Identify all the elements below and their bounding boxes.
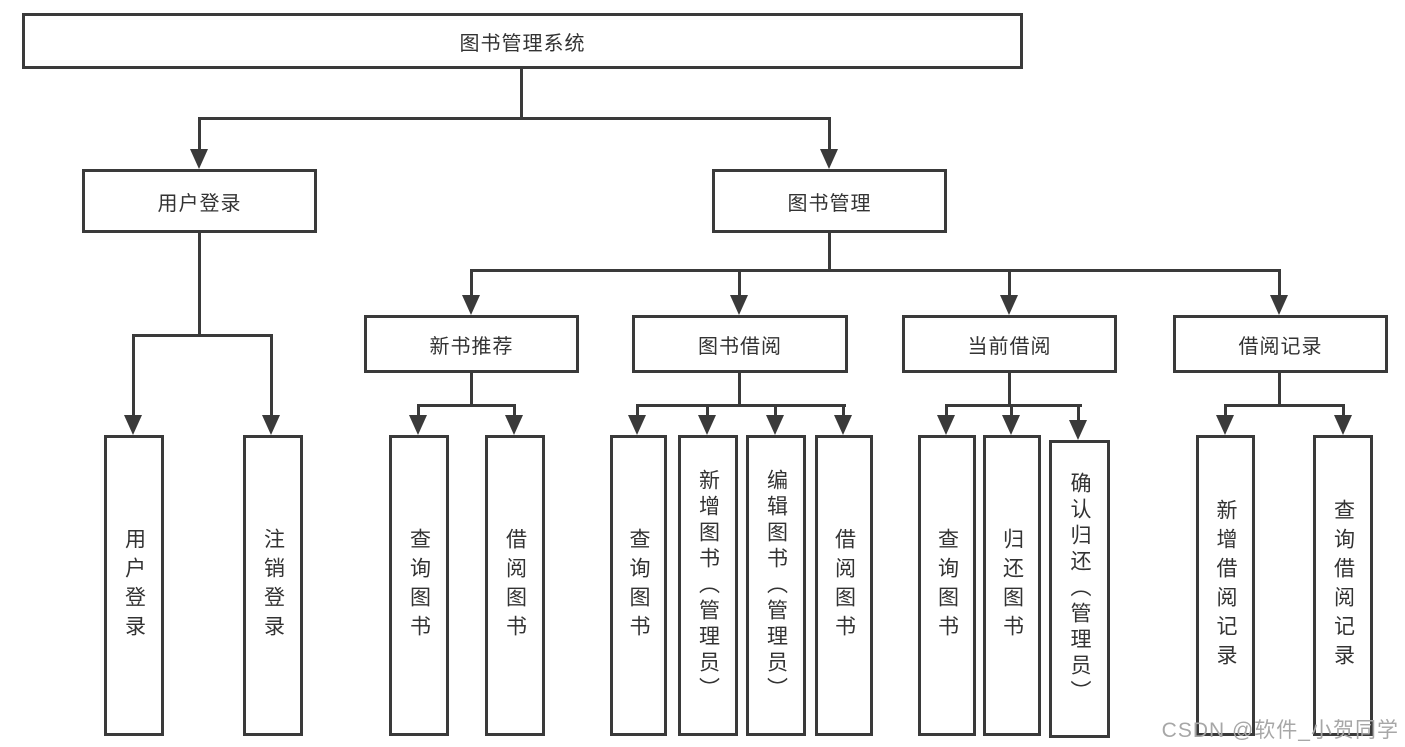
leaf-br-query-record-label: 查询借阅记录 bbox=[1331, 498, 1355, 673]
connector-drop-cb-confirm bbox=[1077, 404, 1080, 422]
leaf-logout: 注销登录 bbox=[243, 435, 303, 736]
connector-drop-bb-edit bbox=[774, 404, 777, 417]
connector-drop-br-add bbox=[1224, 404, 1227, 417]
node-user-login-label: 用户登录 bbox=[157, 192, 242, 215]
leaf-logout-label: 注销登录 bbox=[261, 527, 285, 644]
connector-drop-br-query bbox=[1342, 404, 1345, 417]
connector-drop-currentborrow bbox=[1008, 269, 1011, 297]
arrow-down-icon bbox=[505, 415, 523, 435]
node-user-login: 用户登录 bbox=[82, 169, 317, 233]
connector-bookmgmt-stem bbox=[828, 232, 831, 272]
arrow-down-icon bbox=[730, 295, 748, 315]
csdn-watermark: CSDN @软件_小贺同学 bbox=[1161, 719, 1399, 742]
leaf-cb-return-books-label: 归还图书 bbox=[1000, 527, 1024, 644]
leaf-bb-add-books: 新增图书（管理员） bbox=[678, 435, 738, 736]
connector-drop-bb-borrow bbox=[842, 404, 845, 417]
arrow-down-icon bbox=[1216, 415, 1234, 435]
arrow-down-icon bbox=[462, 295, 480, 315]
leaf-user-login: 用户登录 bbox=[104, 435, 164, 736]
connector-drop-rec-query bbox=[417, 404, 420, 417]
connector-root-hbar bbox=[198, 117, 831, 120]
leaf-bb-borrow-books-label: 借阅图书 bbox=[832, 527, 856, 644]
node-current-borrow-label: 当前借阅 bbox=[967, 335, 1052, 358]
node-root: 图书管理系统 bbox=[22, 13, 1023, 69]
connector-bookborrow-hbar bbox=[636, 404, 846, 407]
arrow-down-icon bbox=[190, 149, 208, 169]
connector-userlogin-stem bbox=[198, 232, 201, 337]
leaf-rec-borrow-books: 借阅图书 bbox=[485, 435, 545, 736]
leaf-br-query-record: 查询借阅记录 bbox=[1313, 435, 1373, 736]
connector-drop-book-mgmt bbox=[828, 117, 831, 151]
connector-drop-user-login bbox=[198, 117, 201, 151]
leaf-rec-query-books: 查询图书 bbox=[389, 435, 449, 736]
node-borrow-records-label: 借阅记录 bbox=[1238, 335, 1323, 358]
connector-borrowrecords-stem bbox=[1278, 373, 1281, 407]
leaf-bb-query-books: 查询图书 bbox=[610, 435, 667, 736]
connector-drop-newbookrec bbox=[470, 269, 473, 297]
arrow-down-icon bbox=[1069, 420, 1087, 440]
leaf-rec-query-books-label: 查询图书 bbox=[407, 527, 431, 644]
leaf-bb-add-books-label: 新增图书（管理员） bbox=[696, 468, 720, 703]
connector-drop-cb-return bbox=[1010, 404, 1013, 417]
connector-currentborrow-hbar bbox=[945, 404, 1082, 407]
connector-drop-cb-query bbox=[945, 404, 948, 417]
connector-drop-leaf-logout bbox=[270, 334, 273, 417]
arrow-down-icon bbox=[409, 415, 427, 435]
connector-newbookrec-hbar bbox=[417, 404, 516, 407]
node-new-book-rec: 新书推荐 bbox=[364, 315, 579, 373]
leaf-br-add-record-label: 新增借阅记录 bbox=[1214, 498, 1237, 673]
arrow-down-icon bbox=[937, 415, 955, 435]
leaf-bb-query-books-label: 查询图书 bbox=[627, 527, 650, 644]
node-current-borrow: 当前借阅 bbox=[902, 315, 1117, 373]
connector-bookmgmt-hbar bbox=[470, 269, 1281, 272]
arrow-down-icon bbox=[1334, 415, 1352, 435]
leaf-cb-query-books-label: 查询图书 bbox=[935, 527, 959, 644]
arrow-down-icon bbox=[834, 415, 852, 435]
arrow-down-icon bbox=[766, 415, 784, 435]
node-book-mgmt: 图书管理 bbox=[712, 169, 947, 233]
node-borrow-records: 借阅记录 bbox=[1173, 315, 1388, 373]
node-book-borrow: 图书借阅 bbox=[632, 315, 848, 373]
connector-newbookrec-stem bbox=[470, 373, 473, 407]
connector-bookborrow-stem bbox=[738, 373, 741, 407]
leaf-br-add-record: 新增借阅记录 bbox=[1196, 435, 1255, 736]
leaf-cb-confirm-return-label: 确认归还（管理员） bbox=[1068, 472, 1091, 706]
node-book-borrow-label: 图书借阅 bbox=[698, 335, 782, 358]
node-new-book-rec-label: 新书推荐 bbox=[429, 335, 514, 358]
connector-drop-bookborrow bbox=[738, 269, 741, 297]
connector-userlogin-hbar bbox=[132, 334, 273, 337]
leaf-bb-edit-books: 编辑图书（管理员） bbox=[746, 435, 806, 736]
connector-drop-borrowrecords bbox=[1278, 269, 1281, 297]
arrow-down-icon bbox=[1000, 295, 1018, 315]
arrow-down-icon bbox=[262, 415, 280, 435]
leaf-bb-edit-books-label: 编辑图书（管理员） bbox=[764, 468, 788, 703]
node-root-label: 图书管理系统 bbox=[459, 32, 586, 55]
arrow-down-icon bbox=[820, 149, 838, 169]
leaf-user-login-label: 用户登录 bbox=[122, 527, 146, 644]
arrow-down-icon bbox=[1270, 295, 1288, 315]
connector-currentborrow-stem bbox=[1008, 373, 1011, 407]
connector-drop-bb-add bbox=[706, 404, 709, 417]
leaf-cb-confirm-return: 确认归还（管理员） bbox=[1049, 440, 1110, 738]
connector-drop-bb-query bbox=[636, 404, 639, 417]
leaf-bb-borrow-books: 借阅图书 bbox=[815, 435, 873, 736]
node-book-mgmt-label: 图书管理 bbox=[787, 192, 872, 215]
leaf-rec-borrow-books-label: 借阅图书 bbox=[503, 527, 527, 644]
arrow-down-icon bbox=[1002, 415, 1020, 435]
connector-root-stem bbox=[520, 68, 523, 119]
connector-borrowrecords-hbar bbox=[1224, 404, 1345, 407]
connector-drop-leaf-user-login bbox=[132, 334, 135, 417]
leaf-cb-return-books: 归还图书 bbox=[983, 435, 1041, 736]
arrow-down-icon bbox=[698, 415, 716, 435]
arrow-down-icon bbox=[124, 415, 142, 435]
leaf-cb-query-books: 查询图书 bbox=[918, 435, 976, 736]
arrow-down-icon bbox=[628, 415, 646, 435]
connector-drop-rec-borrow bbox=[513, 404, 516, 417]
